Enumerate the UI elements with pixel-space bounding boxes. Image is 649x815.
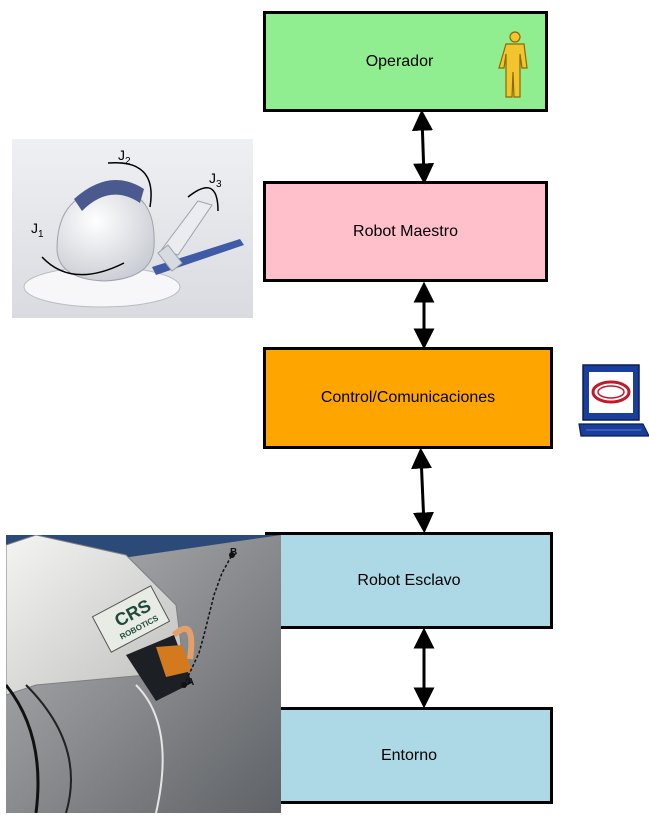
point-a-label: A xyxy=(187,677,195,688)
double-arrow-icon xyxy=(411,109,435,185)
joint-label-j1: J1 xyxy=(31,220,44,240)
haptic-device-illustration xyxy=(12,139,253,318)
computer-icon xyxy=(578,364,649,437)
robot-esclavo-block: Robot Esclavo xyxy=(265,532,553,629)
robot-maestro-photo: J2 J3 J1 xyxy=(12,139,253,318)
joint-label-j2: J2 xyxy=(118,147,131,167)
robot-maestro-label: Robot Maestro xyxy=(353,222,458,240)
entorno-block: Entorno xyxy=(265,707,553,804)
control-comunicaciones-block: Control/Comunicaciones xyxy=(263,347,553,449)
double-arrow-icon xyxy=(411,447,434,534)
control-comunicaciones-label: Control/Comunicaciones xyxy=(320,389,496,406)
robot-maestro-block: Robot Maestro xyxy=(263,181,548,282)
joint-label-j3: J3 xyxy=(209,170,222,190)
crs-robot-illustration xyxy=(6,535,281,813)
operador-label: Operador xyxy=(365,52,434,70)
robot-esclavo-photo: CRS ROBOTICS B A xyxy=(6,535,281,813)
entorno-label: Entorno xyxy=(380,746,438,764)
person-icon xyxy=(498,31,528,98)
robot-esclavo-label: Robot Esclavo xyxy=(357,571,461,589)
point-b-label: B xyxy=(230,547,238,558)
